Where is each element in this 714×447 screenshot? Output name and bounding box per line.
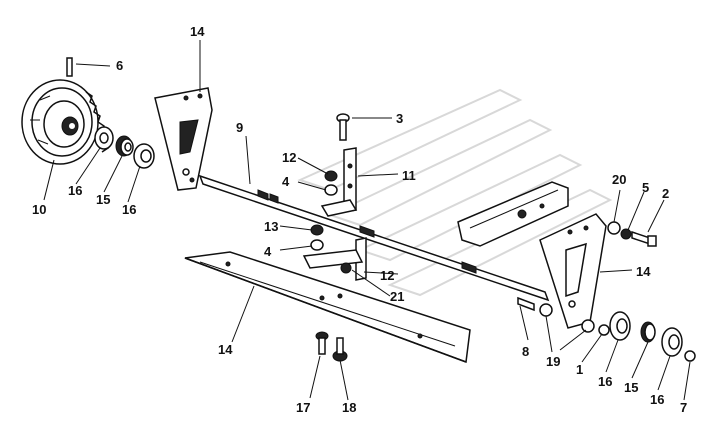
callout-14-left: 14 (190, 24, 205, 39)
washer-part-4-upper (324, 184, 338, 196)
callout-9-upper: 12 (282, 150, 296, 165)
angle-bracket-part-12-lower (302, 237, 367, 281)
washer-part-4-lower (310, 239, 324, 251)
angle-bracket-part-12-upper (320, 147, 358, 217)
callout-14-right: 14 (636, 264, 651, 279)
channel-beam (457, 181, 569, 247)
callout-13: 14 (218, 342, 233, 357)
washer-part-16-right-b (661, 327, 683, 357)
callout-11: 10 (32, 202, 46, 217)
callout-8: 8 (522, 344, 529, 359)
callout-16-right-b: 16 (650, 392, 664, 407)
callout-labels: 6 14 9 3 12 4 11 13 4 12 21 14 17 18 10 … (32, 24, 687, 415)
callout-5: 5 (642, 180, 649, 195)
callout-6: 7 (680, 400, 687, 415)
side-plate-part-14-left (154, 87, 213, 191)
callout-4-lower: 4 (264, 244, 272, 259)
callout-18: 18 (342, 400, 356, 415)
callout-17: 17 (296, 400, 310, 415)
washer-part-16-right-a (609, 311, 631, 341)
bolt-part-3 (336, 113, 350, 141)
bolt-part-18 (332, 337, 348, 362)
callout-4-upper: 4 (282, 174, 290, 189)
washer-part-19-a (539, 303, 553, 317)
shaft-part-10 (198, 174, 550, 302)
callout-7: 6 (116, 58, 123, 73)
bearing-part-15-left (115, 135, 134, 157)
callout-3: 3 (396, 111, 403, 126)
washer-part-16-left-a (94, 126, 114, 150)
washer-part-5 (620, 228, 632, 240)
washer-part-20 (607, 221, 621, 235)
callout-15-left: 15 (96, 192, 110, 207)
washer-part-19-b (581, 319, 595, 333)
sprocket-part-11 (21, 79, 110, 165)
washer-part-16-left-b (133, 143, 155, 169)
leader-lines (43, 40, 691, 401)
callout-16-left-b: 16 (122, 202, 136, 217)
side-plate-part-14-right (539, 213, 607, 329)
callout-10: 9 (236, 120, 243, 135)
bearing-part-15-right (640, 321, 656, 343)
bolt-part-2 (631, 230, 657, 247)
nut-part-6 (684, 350, 696, 362)
callout-16-left-a: 16 (68, 183, 82, 198)
callout-21: 21 (390, 289, 404, 304)
callout-20: 20 (612, 172, 626, 187)
bolt-part-17 (315, 331, 329, 355)
callout-19: 19 (546, 354, 560, 369)
callout-12-lower: 12 (380, 268, 394, 283)
nut-part-9-upper (324, 170, 338, 182)
callout-2: 2 (662, 186, 669, 201)
plate-part-13 (184, 251, 471, 364)
washer-part-1 (598, 324, 610, 336)
pin-part-7 (66, 57, 111, 77)
callout-12-upper: 11 (402, 168, 416, 183)
callout-9-lower: 13 (264, 219, 278, 234)
nut-part-9-lower (310, 224, 324, 236)
bolt-part-8 (517, 296, 535, 312)
callout-1: 1 (576, 362, 583, 377)
callout-16-right-a: 16 (598, 374, 612, 389)
callout-15-right: 15 (624, 380, 638, 395)
